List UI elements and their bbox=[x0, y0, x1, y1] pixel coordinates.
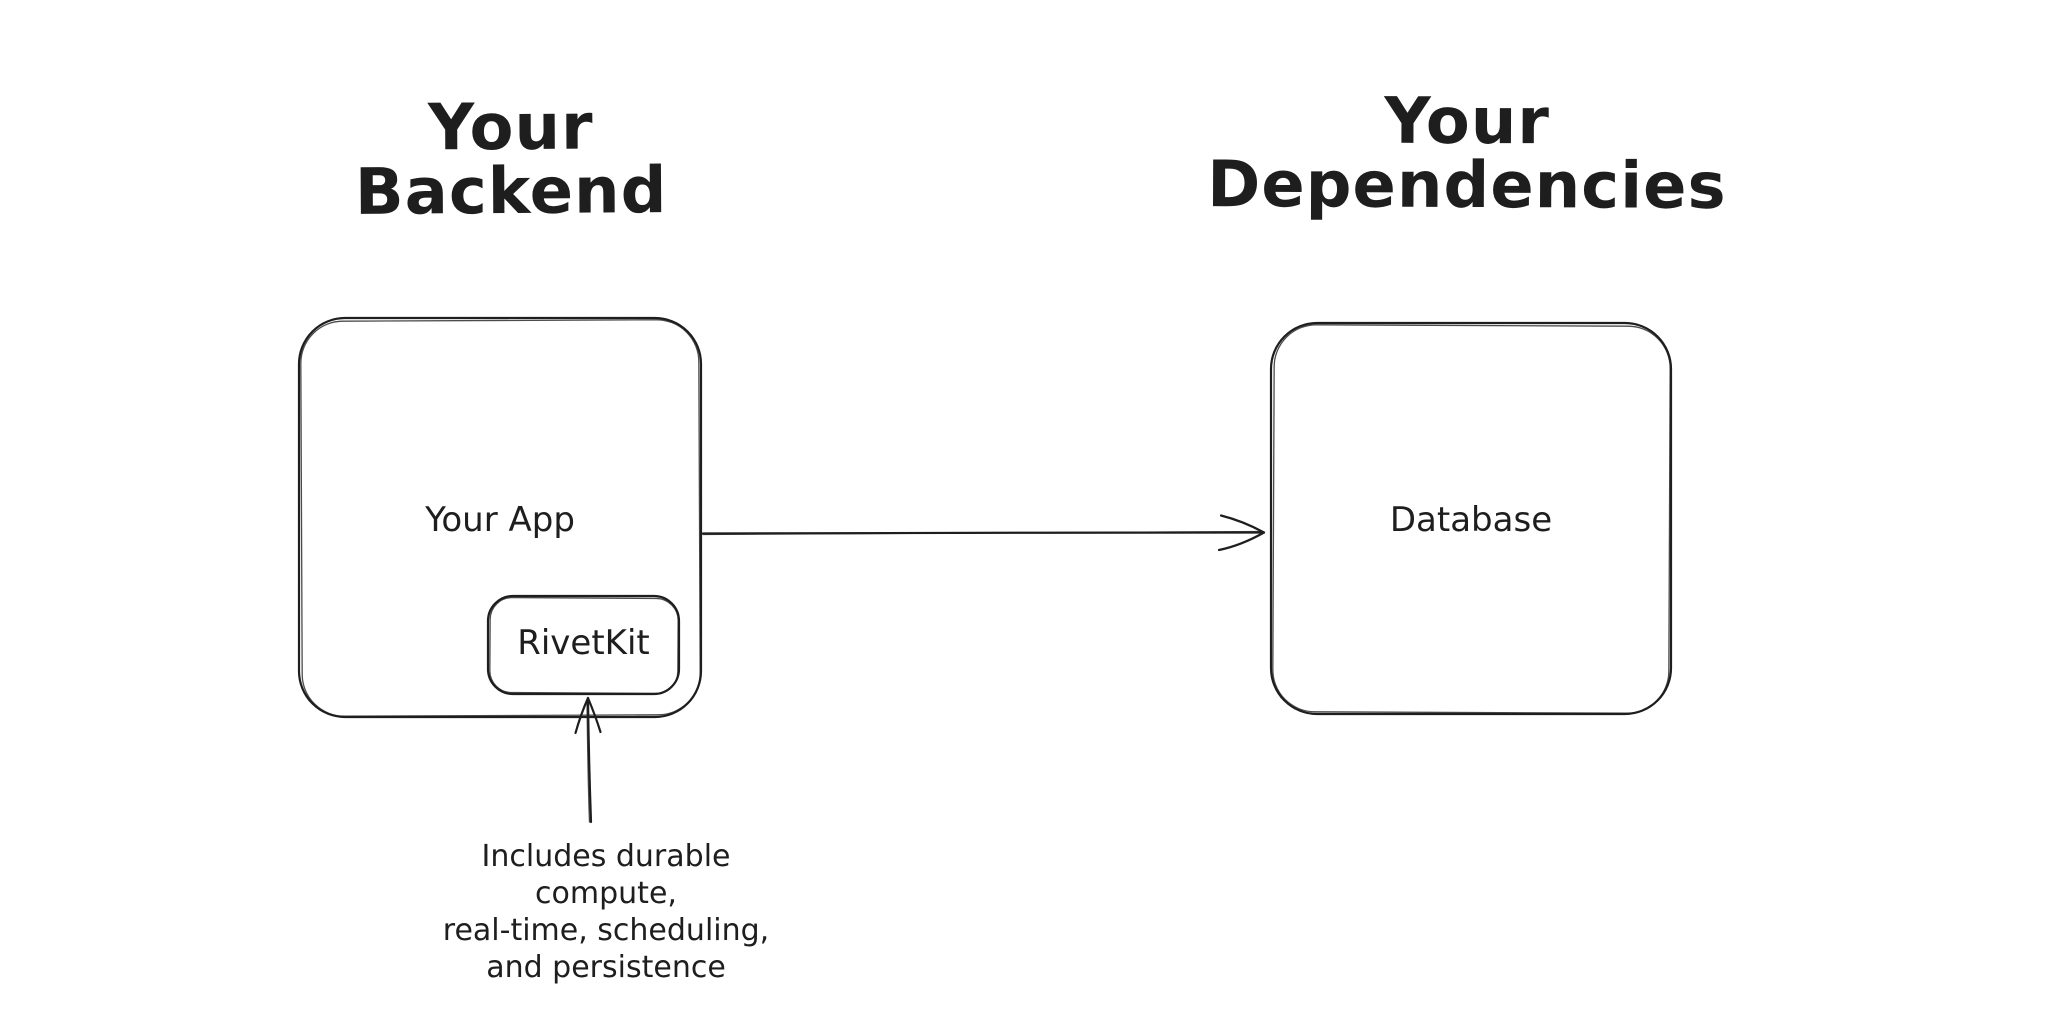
database-label: Database bbox=[1389, 500, 1553, 540]
rivetkit-label: RivetKit bbox=[517, 623, 650, 663]
arrow-app-to-database-icon bbox=[701, 514, 1266, 552]
your-app-label: Your App bbox=[425, 500, 575, 540]
right-column-title: Your Dependencies bbox=[1207, 84, 1727, 224]
your-app-box bbox=[297, 316, 703, 719]
annotation-text: Includes durable compute, real-time, sch… bbox=[442, 839, 770, 985]
database-box bbox=[1269, 321, 1673, 716]
arrow-annotation-to-rivetkit-icon bbox=[574, 696, 602, 824]
left-column-title: Your Backend bbox=[354, 90, 668, 230]
rivetkit-box bbox=[486, 594, 681, 696]
